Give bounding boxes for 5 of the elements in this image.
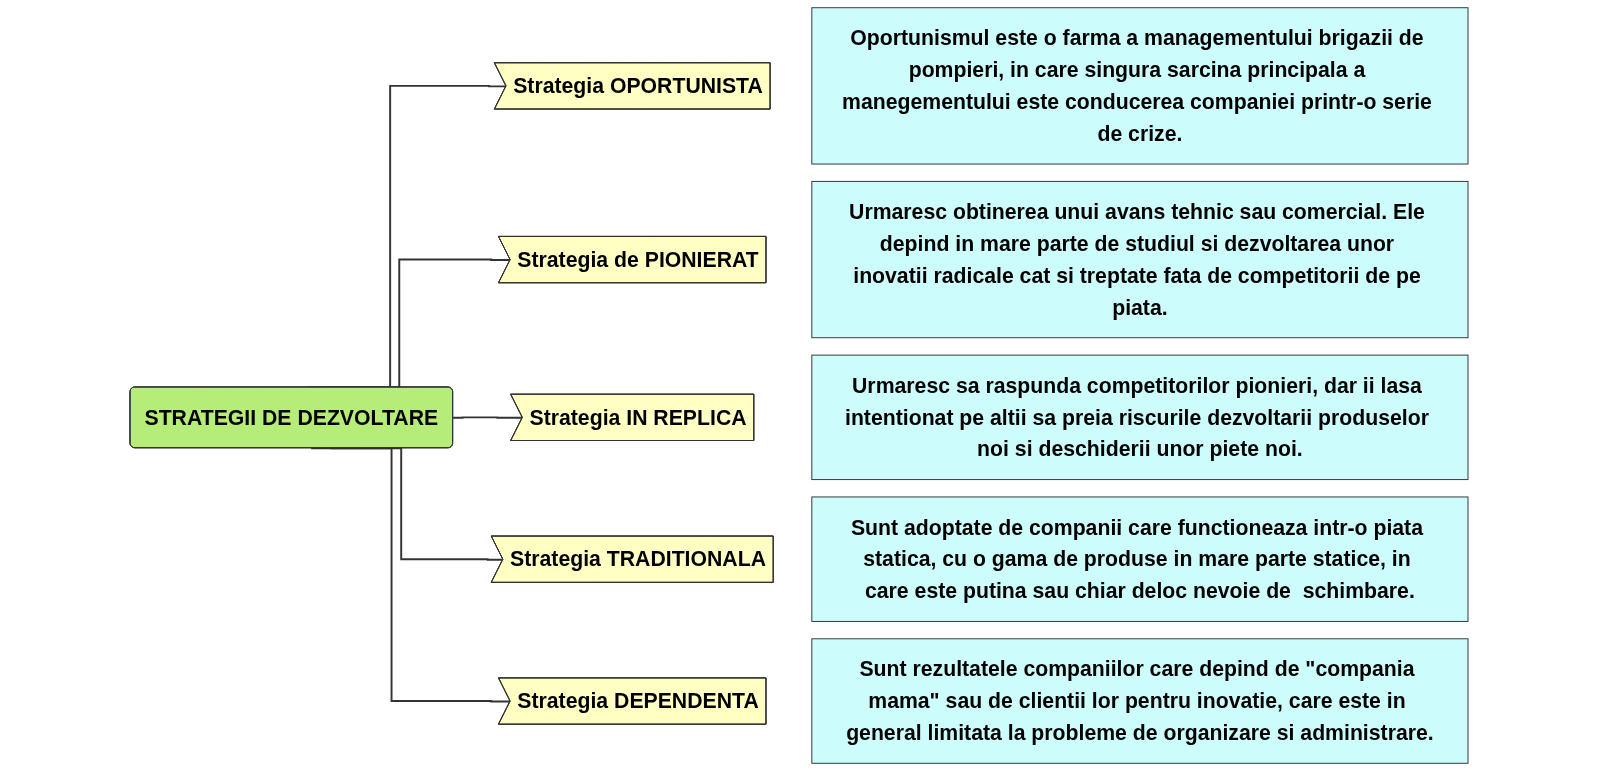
node-box: Sunt adoptate de companii care functioneaza intr-o piata statica, cu o gama de produse in mare parte statice, in care este putina sau chiar deloc nevoie de schimbare. — [811, 496, 1469, 622]
node-box: Urmaresc sa raspunda competitorilor pionieri, dar ii lasa intentionat pe altii sa preia riscurile dezvoltarii produselor noi si deschiderii unor piete noi. — [811, 354, 1469, 481]
node-box: Sunt rezultatele companiilor care depind de "compania mama" sau de clientii lor pentru inovatie, care este in general limitata la probleme de organizare si administrare. — [811, 638, 1469, 764]
node-box: Urmaresc obtinerea unui avans tehnic sau comercial. Ele depind in mare parte de studiul si dezvoltarea unor inovatii radicale cat si treptate fata de competitorii de pe piata. — [811, 180, 1469, 339]
node-box: Oportunismul este o farma a managementului brigazii de pompieri, in care singura sarcina principala a manegementului este conducerea companiei printr-o serie de crize. — [811, 7, 1469, 165]
